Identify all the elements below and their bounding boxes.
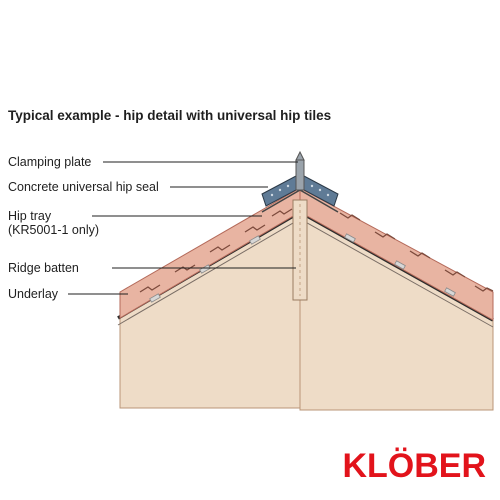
label-underlay: Underlay <box>8 287 59 301</box>
label-hip-tray-note: (KR5001-1 only) <box>8 223 100 237</box>
label-hip-tray: Hip tray <box>8 209 52 223</box>
label-ridge-batten: Ridge batten <box>8 261 79 275</box>
label-clamping-plate: Clamping plate <box>8 155 92 169</box>
label-hip-seal: Concrete universal hip seal <box>8 180 159 194</box>
hip-seal-texture <box>270 184 330 197</box>
clamping-plate-cap <box>295 150 305 161</box>
brand-logo: KLÖBER <box>342 447 486 485</box>
leader-lines <box>68 161 298 295</box>
clamping-plate <box>295 159 305 191</box>
ridge-batten <box>292 199 308 301</box>
diagram-title: Typical example - hip detail with univer… <box>8 108 332 123</box>
batten-accents <box>149 233 456 303</box>
tile-profiles-right <box>339 212 494 292</box>
tile-profiles-left <box>139 208 293 293</box>
